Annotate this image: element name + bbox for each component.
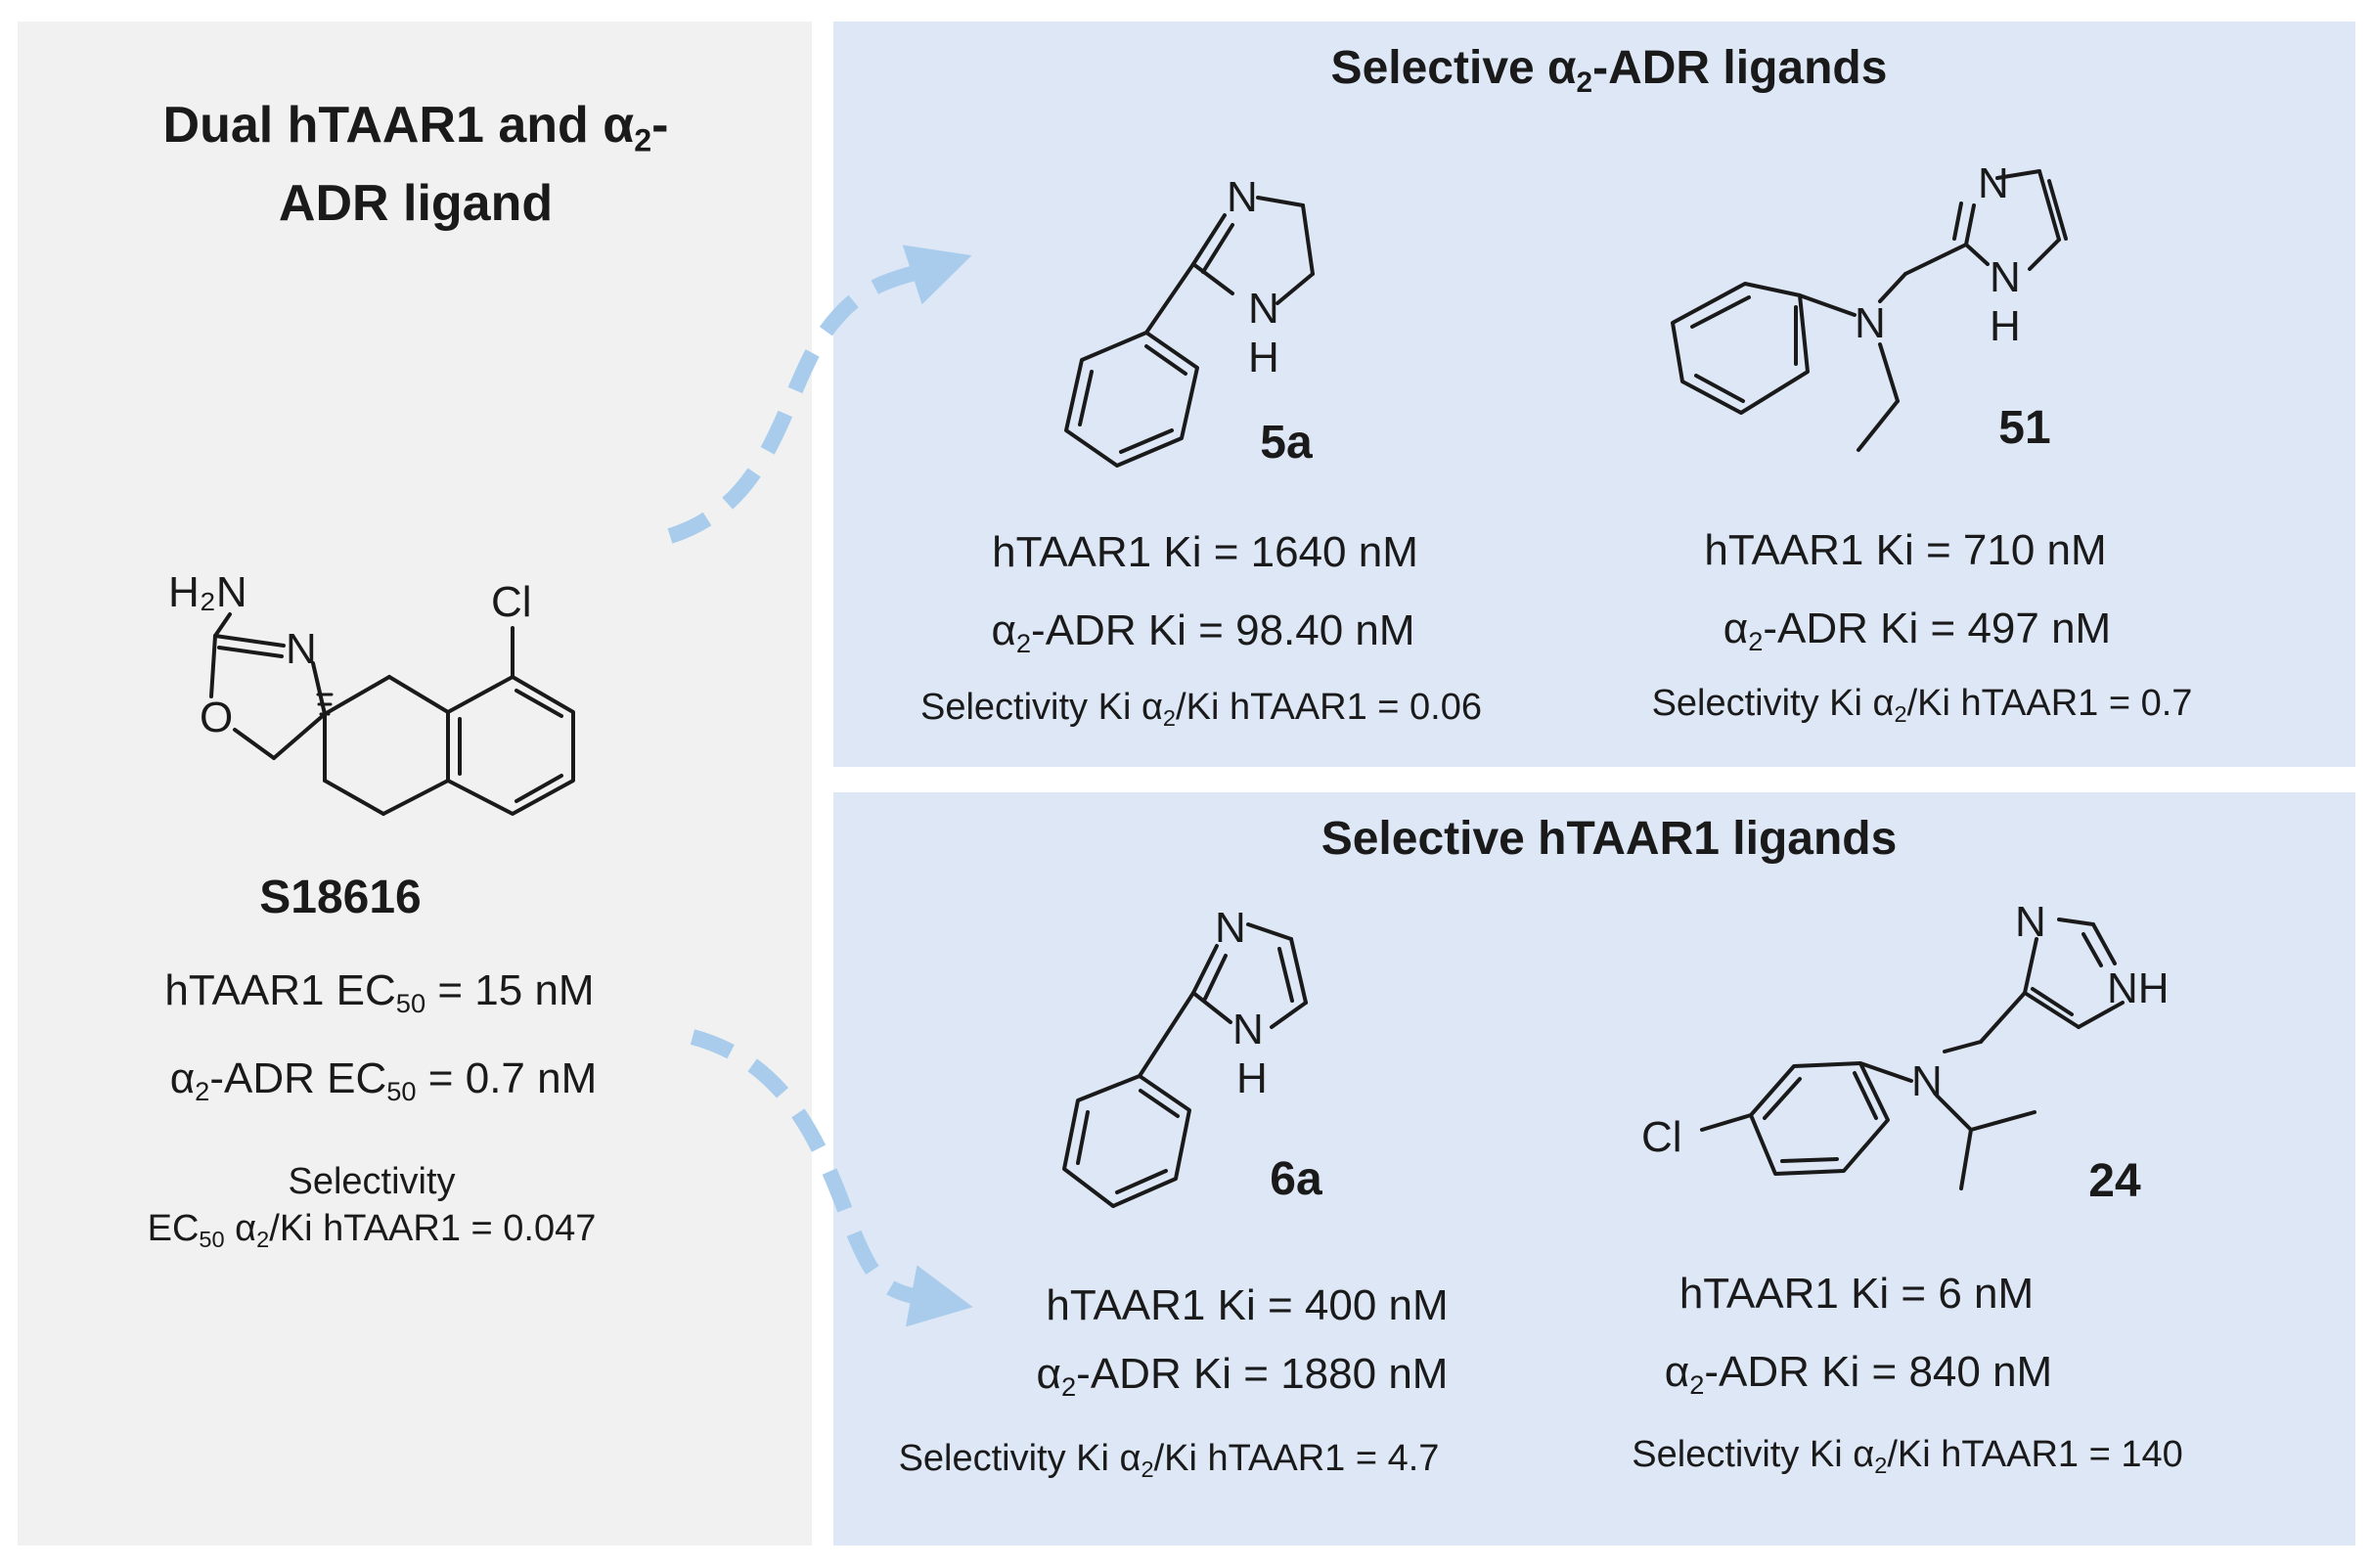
6a-atom-nh-h: H bbox=[1236, 1054, 1268, 1102]
arrow-to-htaar1-ligands bbox=[690, 1029, 973, 1327]
51-atom-amine: N bbox=[1855, 299, 1886, 347]
5a-structure: N N H bbox=[1064, 173, 1315, 468]
s18616-selectivity-label: Selectivity bbox=[288, 1161, 456, 1202]
selective-htaar1-panel bbox=[833, 792, 2355, 1546]
arrow-to-alpha2-ligands bbox=[667, 245, 972, 544]
6a-atom-nh-n: N bbox=[1232, 1006, 1264, 1053]
s18616-selectivity-value: EC50 α2/Ki hTAAR1 = 0.047 bbox=[147, 1207, 597, 1252]
24-atom-n-ring: N bbox=[2015, 898, 2046, 946]
6a-selectivity: Selectivity Ki α2/Ki hTAAR1 = 4.7 bbox=[898, 1438, 1440, 1483]
51-alpha2-ki: α2-ADR Ki = 497 nM bbox=[1723, 605, 2112, 657]
s18616-atom-n: N bbox=[286, 625, 317, 673]
6a-name: 6a bbox=[1270, 1153, 1322, 1205]
24-structure: N NH N Cl bbox=[1641, 898, 2170, 1190]
51-atom-nh-n: N bbox=[1990, 253, 2021, 301]
dual-ligand-panel bbox=[18, 22, 812, 1546]
top-panel-title: Selective α2-ADR ligands bbox=[1330, 42, 1888, 99]
s18616-structure: H₂N N O Cl bbox=[168, 568, 575, 816]
51-atom-nh-h: H bbox=[1990, 302, 2021, 350]
51-selectivity: Selectivity Ki α2/Ki hTAAR1 = 0.7 bbox=[1651, 683, 2193, 728]
s18616-selectivity: Selectivity EC50 α2/Ki hTAAR1 = 0.047 bbox=[148, 1159, 597, 1252]
6a-structure: N N H bbox=[1062, 904, 1308, 1208]
s18616-name: S18616 bbox=[259, 872, 422, 923]
6a-alpha2-ki: α2-ADR Ki = 1880 nM bbox=[1036, 1350, 1449, 1403]
left-title-line2: ADR ligand bbox=[278, 175, 554, 232]
5a-atom-nh-n: N bbox=[1248, 285, 1279, 333]
24-htaar1-ki: hTAAR1 Ki = 6 nM bbox=[1678, 1270, 2035, 1318]
5a-alpha2-ki: α2-ADR Ki = 98.40 nM bbox=[991, 606, 1415, 659]
5a-atom-nh-h: H bbox=[1248, 334, 1279, 381]
s18616-atom-cl: Cl bbox=[491, 578, 532, 626]
24-atom-amine: N bbox=[1911, 1057, 1943, 1105]
24-alpha2-ki: α2-ADR Ki = 840 nM bbox=[1664, 1348, 2053, 1401]
s18616-htaar1-ec50: hTAAR1 EC50 = 15 nM bbox=[164, 966, 595, 1019]
24-atom-cl: Cl bbox=[1641, 1113, 1682, 1161]
6a-htaar1-ki: hTAAR1 Ki = 400 nM bbox=[1046, 1281, 1449, 1329]
5a-selectivity: Selectivity Ki α2/Ki hTAAR1 = 0.06 bbox=[919, 687, 1483, 732]
5a-htaar1-ki: hTAAR1 Ki = 1640 nM bbox=[992, 528, 1418, 576]
24-atom-nh: NH bbox=[2107, 964, 2170, 1012]
left-title-line1: Dual hTAAR1 and α2- bbox=[162, 97, 669, 158]
s18616-atom-nh2: H₂N bbox=[168, 568, 247, 616]
51-htaar1-ki: hTAAR1 Ki = 710 nM bbox=[1704, 526, 2107, 574]
6a-atom-n: N bbox=[1215, 904, 1246, 952]
51-structure: N N H N bbox=[1671, 159, 2068, 452]
24-selectivity: Selectivity Ki α2/Ki hTAAR1 = 140 bbox=[1632, 1434, 2183, 1479]
s18616-atom-o: O bbox=[200, 694, 233, 741]
s18616-alpha2-ec50: α2-ADR EC50 = 0.7 nM bbox=[169, 1054, 598, 1107]
bottom-panel-title: Selective hTAAR1 ligands bbox=[1320, 813, 1898, 865]
51-atom-n-ring: N bbox=[1978, 159, 2009, 207]
24-name: 24 bbox=[2088, 1155, 2141, 1207]
51-name: 51 bbox=[1998, 402, 2051, 454]
5a-atom-n: N bbox=[1227, 173, 1258, 221]
5a-name: 5a bbox=[1260, 417, 1313, 469]
